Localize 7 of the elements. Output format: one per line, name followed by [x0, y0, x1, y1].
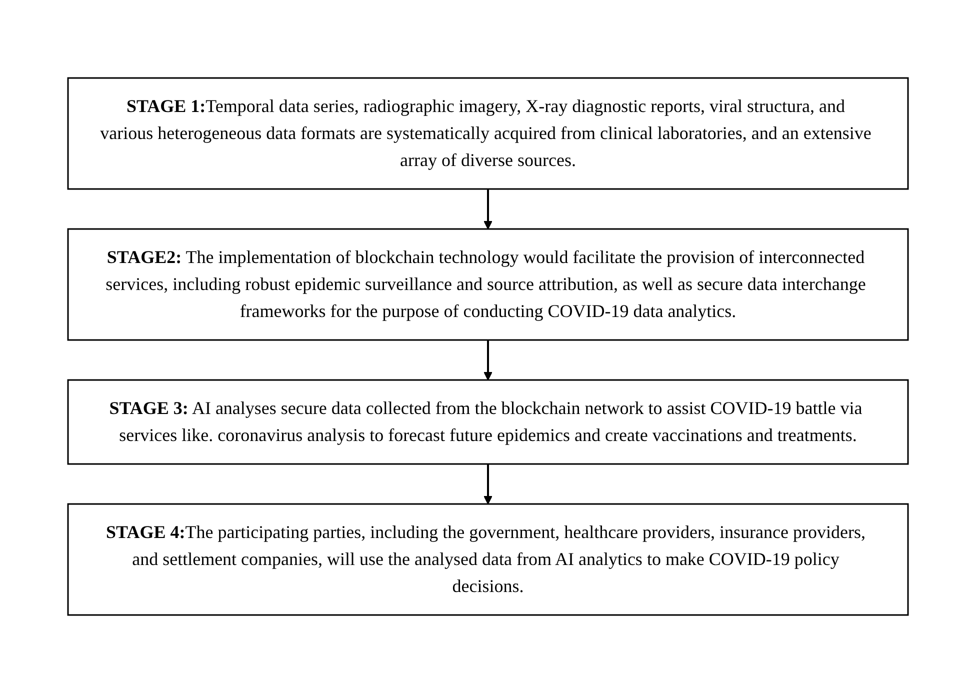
- arrow: [483, 464, 492, 504]
- node-box: STAGE 4:The participating parties, including the government, healthcare providers, insurance providers, and settlement companies, will use the analysed data from AI analytics to make COVID-19 policy decisions.: [66, 502, 908, 616]
- node-box: STAGE2: The implementation of blockchain technology would facilitate the provision of interconnected services, including robust epidemic surveillance and source attribution, as well as secure data interchange frameworks for the purpose of conducting COVID-19 data analytics.: [66, 228, 908, 340]
- arrow: [483, 188, 492, 229]
- arrow: [483, 340, 492, 380]
- node-box: STAGE 1:Temporal data series, radiographic imagery, X-ray diagnostic reports, viral structura, and various heterogeneous data formats are systematically acquired from clinical laboratories, and an extensive array of diverse sources.: [66, 76, 908, 190]
- node-box: STAGE 3: AI analyses secure data collected from the blockchain network to assist COVID-19 battle via services like. coronavirus analysis to forecast future epidemics and create vaccinations and treatments.: [66, 378, 908, 464]
